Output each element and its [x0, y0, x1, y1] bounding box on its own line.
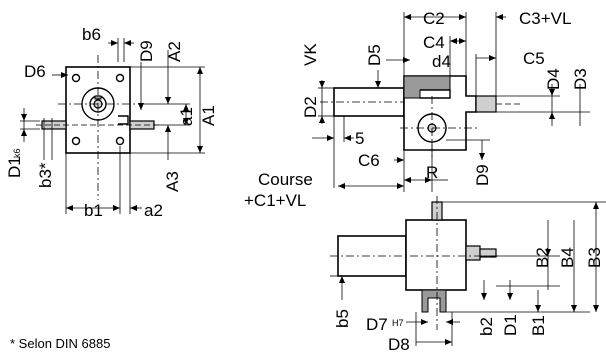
- label-A2: A2: [165, 41, 184, 62]
- right-shaft: [129, 120, 155, 130]
- label-D1-front: D1: [5, 156, 24, 178]
- label-R: R: [426, 163, 438, 182]
- front-view: [20, 38, 205, 214]
- bolt-holes: [71, 73, 125, 146]
- label-d4: d4: [432, 52, 451, 71]
- label-D6: D6: [24, 62, 46, 81]
- label-H7: H7: [392, 318, 404, 328]
- label-C3VL: C3+VL: [519, 9, 571, 28]
- side-view: [312, 12, 590, 192]
- label-5: 5: [355, 129, 364, 148]
- right-key: [479, 248, 497, 258]
- label-A3: A3: [163, 171, 182, 192]
- label-D9-front: D9: [137, 40, 156, 62]
- bottom-housing: [405, 219, 467, 291]
- label-D2: D2: [301, 96, 320, 118]
- label-VK: VK: [301, 43, 320, 66]
- label-C5: C5: [523, 49, 545, 68]
- footnote: * Selon DIN 6885: [10, 336, 110, 351]
- label-C6: C6: [358, 151, 380, 170]
- side-shaft: [475, 95, 497, 113]
- label-A1: A1: [199, 105, 218, 126]
- label-b3: b3*: [36, 162, 55, 188]
- label-D3: D3: [571, 68, 590, 90]
- bottom-hatch: [421, 289, 447, 313]
- shaft-flange: [118, 115, 129, 125]
- label-b2: b2: [477, 317, 496, 336]
- label-D1-bottom: D1: [501, 314, 520, 336]
- right-stub: [465, 245, 481, 261]
- label-b5: b5: [333, 309, 352, 328]
- label-B1: B1: [529, 315, 548, 336]
- label-D5: D5: [365, 44, 384, 66]
- label-D4-side: D4: [544, 68, 563, 90]
- label-a2: a2: [144, 201, 163, 220]
- label-D7: D7: [366, 315, 388, 334]
- label-B2: B2: [533, 247, 552, 268]
- label-b1: b1: [84, 201, 103, 220]
- label-D9-side: D9: [473, 164, 492, 186]
- label-C4: C4: [423, 33, 445, 52]
- label-C2: C2: [423, 9, 445, 28]
- bottom-view: [330, 196, 606, 346]
- label-D8: D8: [388, 335, 410, 354]
- label-k6: k6: [12, 148, 22, 158]
- label-B4: B4: [558, 247, 577, 268]
- label-B3: B3: [585, 247, 604, 268]
- label-a1: a1: [177, 107, 196, 126]
- label-b6: b6: [82, 25, 101, 44]
- label-course: Course: [258, 170, 313, 189]
- label-c1vl: +C1+VL: [244, 191, 306, 210]
